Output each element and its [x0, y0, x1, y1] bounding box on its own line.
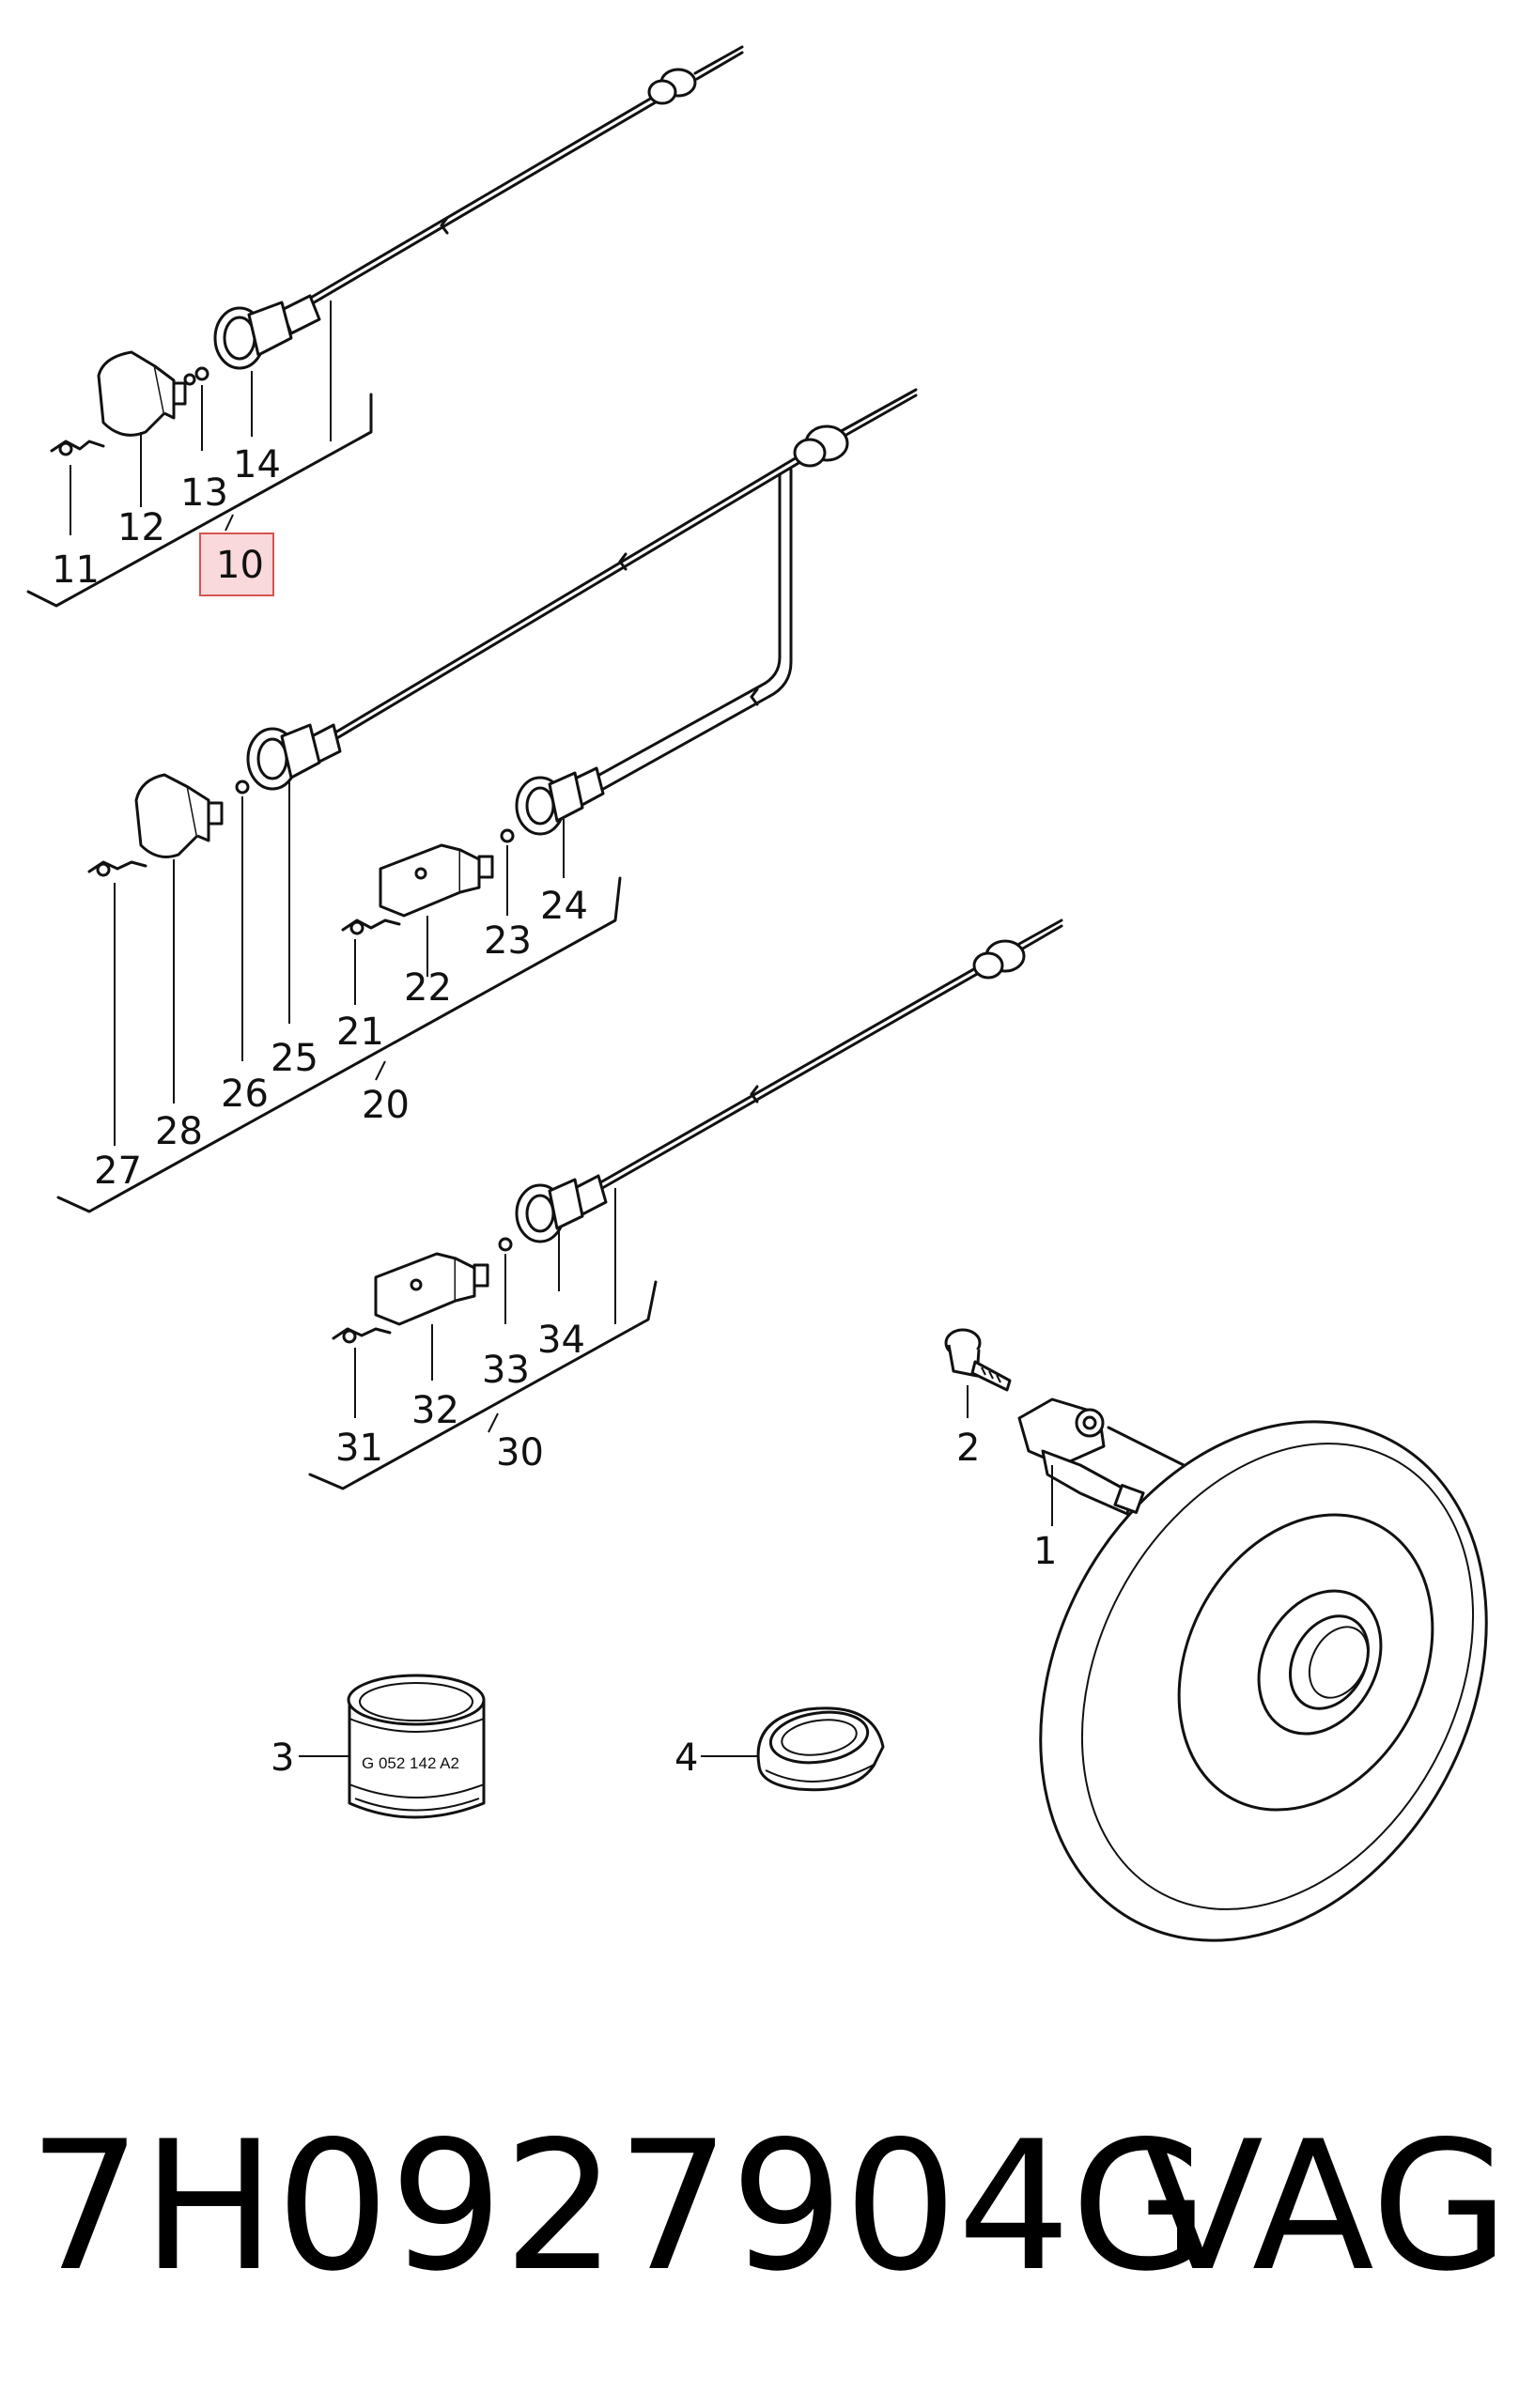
label-21: 21 [336, 1011, 384, 1054]
label-30: 30 [496, 1431, 544, 1474]
connector-34 [515, 1174, 608, 1243]
connector-14 [213, 294, 321, 370]
label-25: 25 [271, 1037, 318, 1080]
bolt-2 [944, 1328, 1012, 1392]
label-11: 11 [52, 548, 100, 592]
label-4: 4 [674, 1737, 698, 1780]
label-33: 33 [482, 1349, 530, 1392]
assembly-30 [308, 918, 1063, 1490]
cable-20 [318, 388, 918, 744]
label-3: 3 [271, 1737, 294, 1780]
label-34: 34 [537, 1319, 585, 1362]
part-number: 7H0927904G [28, 2103, 1209, 2310]
seal-13 [194, 366, 209, 381]
label-10: 10 [216, 544, 264, 587]
label-26: 26 [221, 1073, 269, 1116]
label-31: 31 [335, 1427, 383, 1470]
wheel-speed-sensor-1 [1017, 1397, 1186, 1516]
assembly-20 [56, 388, 918, 1213]
label-2: 2 [956, 1427, 980, 1470]
housing-32 [374, 1252, 489, 1326]
label-12: 12 [117, 506, 165, 549]
brake-disc [1039, 1420, 1488, 1942]
label-28: 28 [155, 1110, 203, 1153]
label-27: 27 [94, 1150, 142, 1193]
label-1: 1 [1033, 1530, 1057, 1573]
label-13: 13 [180, 471, 228, 515]
grommet-4 [756, 1706, 885, 1792]
housing-28 [134, 773, 224, 858]
grease-tube-marking: G 052 142 A2 [362, 1754, 459, 1772]
seal-33 [498, 1237, 513, 1252]
cable-30 [581, 918, 1063, 1195]
label-20: 20 [362, 1084, 410, 1127]
connector-24 [515, 766, 605, 836]
label-22: 22 [404, 966, 452, 1010]
highlight-box-10 [199, 533, 274, 596]
label-32: 32 [411, 1389, 459, 1432]
label-24: 24 [540, 885, 588, 928]
cable-10 [280, 45, 744, 316]
grease-tube-3: G 052 142 A2 [347, 1674, 486, 1819]
label-14: 14 [233, 443, 281, 486]
connector-25 [246, 723, 342, 791]
assembly-10 [26, 45, 744, 608]
label-23: 23 [484, 919, 532, 963]
seal-23 [500, 828, 515, 843]
housing-12 [97, 350, 187, 437]
seal-26 [235, 780, 250, 795]
brand-name: VAG [1141, 2103, 1510, 2310]
terminal-31 [332, 1327, 392, 1340]
housing-22 [379, 843, 494, 918]
